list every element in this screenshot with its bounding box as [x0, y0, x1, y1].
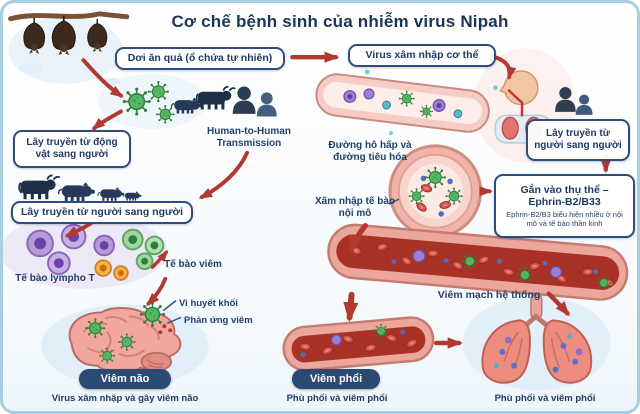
label-microthrombus: Vi huyết khối [179, 298, 238, 309]
pig-icon [57, 181, 96, 202]
label-inflammatory-cell: Tế bào viêm [164, 259, 222, 270]
virus-icon [84, 317, 106, 339]
virus-icon [117, 332, 137, 352]
badge-pneumonia: Viêm phổi [292, 369, 380, 389]
virus-icon [373, 323, 389, 339]
inflammatory-cell-icon [121, 228, 165, 271]
person-bust-icon [232, 86, 256, 114]
label-systemic-vasculitis: Viêm mạch hệ thống [437, 289, 541, 301]
arrow-icon [546, 291, 570, 317]
virus-icon [424, 166, 447, 189]
pulmonary-vessel-illustration [282, 316, 435, 372]
caption-pneumonia: Phù phổi và viêm phổi [286, 393, 388, 404]
virus-icon [419, 104, 434, 119]
pig-icon [97, 186, 125, 202]
virus-icon [147, 80, 170, 103]
box-virus-entry: Virus xâm nhập cơ thể [348, 44, 496, 67]
arrow-icon [91, 109, 123, 131]
virus-icon [155, 104, 176, 125]
arrow-icon [150, 250, 169, 269]
bats-illustration [8, 11, 130, 56]
caption-encephalitis: Virus xâm nhập và gây viêm não [51, 393, 199, 404]
arrow-icon [343, 291, 359, 323]
virus-icon [121, 86, 152, 117]
virus-icon [139, 301, 166, 328]
arrow-icon [198, 150, 250, 200]
monocyte-icon [94, 259, 129, 281]
person-bust-icon [256, 92, 277, 117]
arrow-icon [348, 223, 369, 254]
cow-icon [195, 85, 237, 111]
virus-icon [461, 252, 479, 270]
badge-encephalitis: Viêm não [79, 369, 171, 389]
leader-line [388, 198, 400, 205]
person-bust-icon [575, 94, 593, 115]
arrow-icon [146, 276, 168, 306]
page-title: Cơ chế bệnh sinh của nhiễm virus Nipah [171, 12, 509, 31]
label-human-to-human: Human-to-Human Transmission [207, 126, 291, 149]
leader-lines [162, 198, 400, 324]
caption-lungs: Phù phổi và viêm phổi [494, 393, 596, 404]
box-bat-reservoir: Dơi ăn quả (ổ chứa tự nhiên) [115, 47, 285, 70]
virus-icon [516, 266, 534, 284]
ephrin-receptor-title: Gắn vào thụ thể – Ephrin-B2/B33 [520, 183, 609, 208]
leader-line [162, 300, 177, 312]
box-person-to-person-left: Lây truyền từ người sang người [11, 201, 193, 224]
microthrombus-dots [158, 324, 173, 335]
systemic-vessel-illustration [327, 223, 629, 301]
cow-icon [18, 174, 61, 201]
label-inflammatory-response: Phản ứng viêm [184, 315, 253, 326]
leader-line [166, 316, 182, 324]
label-t-lymphocyte: Tế bào lympho T [15, 273, 95, 284]
virus-icon [98, 347, 116, 365]
box-ephrin-receptor: Gắn vào thụ thể – Ephrin-B2/B33 Ephrin-B… [494, 174, 635, 238]
infection-dots [493, 333, 583, 373]
arrow-icon [81, 58, 124, 98]
pig-icon [122, 190, 142, 201]
box-animal-to-human: Lây truyền từ động vật sang người [13, 130, 131, 168]
arrow-icon [64, 220, 94, 238]
box-person-to-person-right: Lây truyền từ người sang người [526, 119, 630, 161]
branch [8, 11, 130, 22]
vessel-cross-section-illustration [388, 144, 483, 239]
virus-icon [398, 90, 416, 108]
virus-icon [408, 187, 426, 205]
ephrin-receptor-note: Ephrin-B2/B3 biểu hiện nhiều ở nội mô và… [506, 210, 623, 229]
label-respiratory-digestive: Đường hô hấp và đường tiêu hóa [328, 140, 412, 163]
virus-icon [596, 275, 612, 291]
virus-icon [444, 186, 464, 206]
lungs-illustration [481, 293, 593, 384]
label-endothelial-invasion: Xâm nhập tế bào nội mô [315, 196, 396, 219]
